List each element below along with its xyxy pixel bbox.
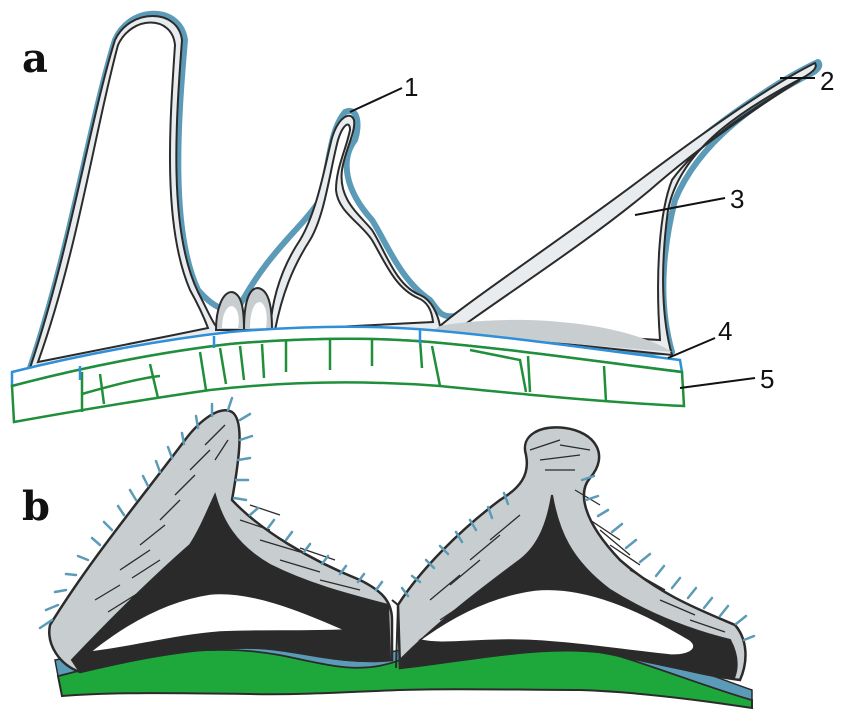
- callout-number-4: 4: [718, 316, 732, 346]
- callout-number-5: 5: [760, 364, 774, 394]
- panel-b-drawing: [40, 398, 754, 708]
- leader-line-4: [668, 338, 715, 358]
- callout-number-1: 1: [404, 72, 418, 102]
- callout-number-2: 2: [820, 66, 834, 96]
- panel-a-right-cusp-pulp: [460, 80, 800, 340]
- leader-line-5: [680, 378, 755, 388]
- leader-line-1: [350, 88, 402, 112]
- panel-label-b: b: [22, 483, 50, 530]
- callout-number-3: 3: [730, 184, 744, 214]
- panel-label-a: a: [22, 35, 48, 82]
